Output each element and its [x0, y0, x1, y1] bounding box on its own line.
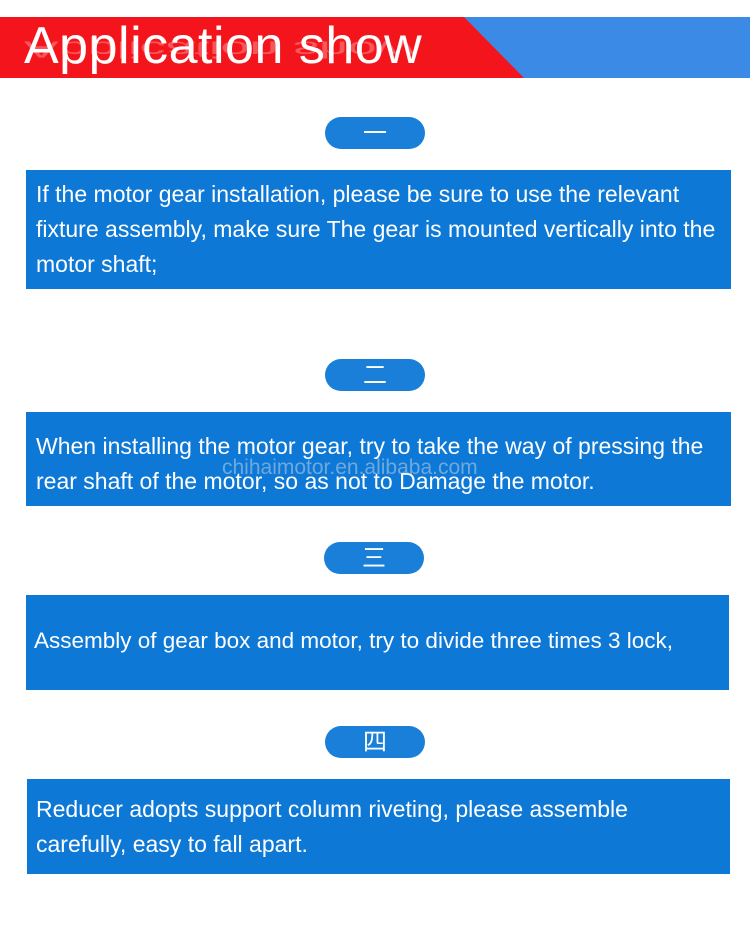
section-4-number-badge: 四	[325, 726, 425, 758]
section-2-text-box: When installing the motor gear, try to t…	[26, 412, 731, 506]
page-title: Application show	[24, 17, 423, 75]
section-2-text: When installing the motor gear, try to t…	[36, 433, 704, 494]
section-3-number-badge: 三	[324, 542, 424, 574]
header-red-band	[0, 17, 524, 78]
section-4-text-box: Reducer adopts support column riveting, …	[27, 779, 730, 874]
section-2-number-badge: 二	[325, 359, 425, 391]
header-banner: Application show Application show	[0, 17, 750, 78]
section-1-text: If the motor gear installation, please b…	[36, 181, 716, 277]
section-1-number-badge: 一	[325, 117, 425, 149]
section-3-text-box: Assembly of gear box and motor, try to d…	[26, 595, 729, 690]
section-1-text-box: If the motor gear installation, please b…	[26, 170, 731, 289]
section-4-text: Reducer adopts support column riveting, …	[36, 796, 628, 857]
section-3-text: Assembly of gear box and motor, try to d…	[34, 628, 674, 653]
